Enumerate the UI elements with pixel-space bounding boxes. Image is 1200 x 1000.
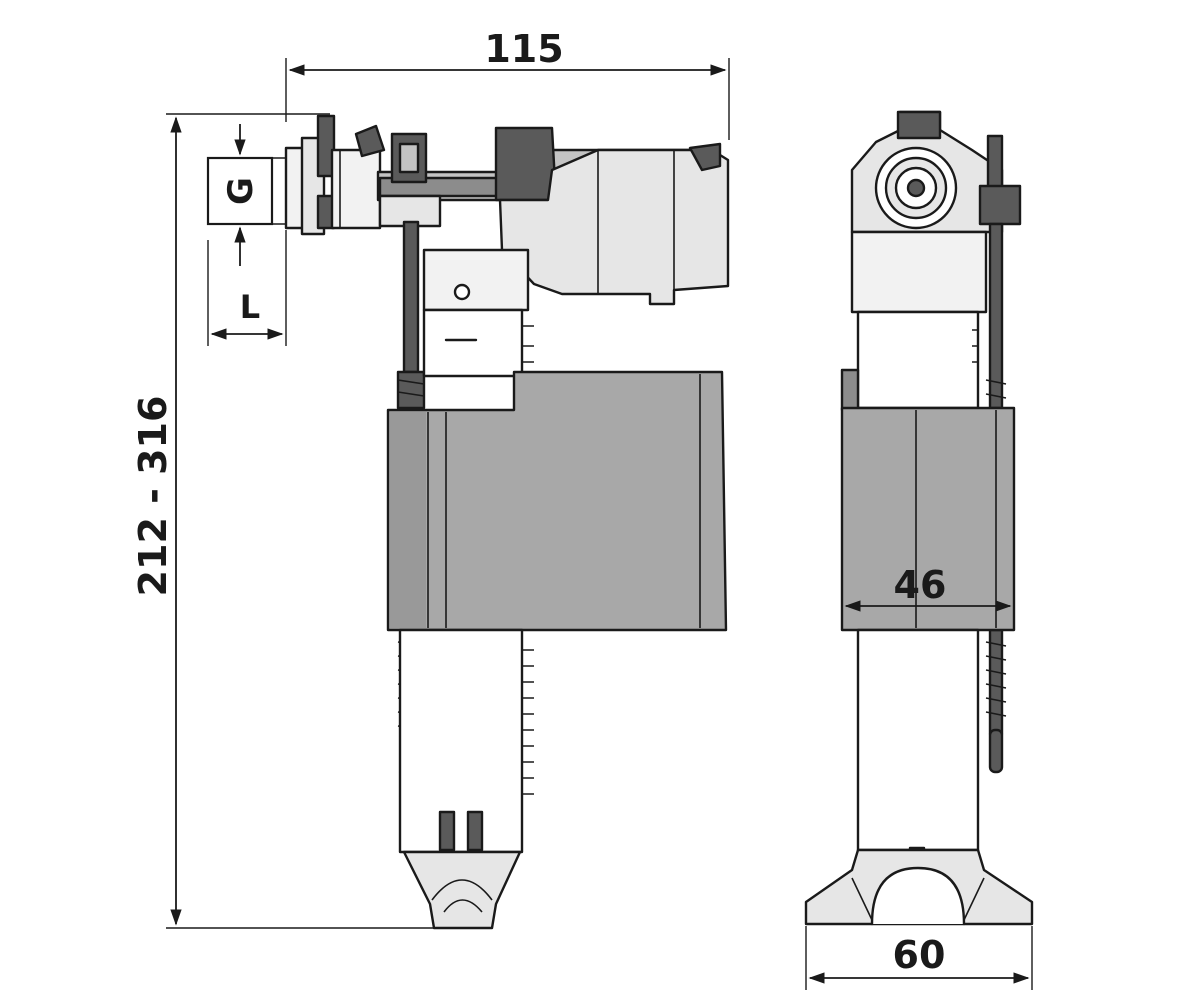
- front-body-lower: [856, 628, 980, 860]
- fill-valve-front-view: [804, 110, 1034, 926]
- dimension-width-top: 115: [285, 27, 730, 140]
- dimension-base-width-label: 60: [893, 933, 946, 977]
- foot-side: [402, 850, 522, 930]
- float-side: [386, 370, 728, 632]
- length-l-label: L: [240, 288, 260, 326]
- front-body-upper: [840, 230, 988, 412]
- valve-body-upper: [422, 248, 534, 378]
- dimension-float-width: 46: [844, 563, 1012, 612]
- front-head: [850, 110, 1022, 234]
- dimension-base-width: 60: [805, 926, 1033, 990]
- foot-front: [804, 848, 1034, 926]
- dimension-length-l: L: [207, 230, 287, 346]
- dimension-float-width-label: 46: [894, 563, 947, 607]
- fill-valve-side-view: [284, 114, 730, 930]
- float-front: [840, 406, 1016, 632]
- dimension-height-range: 212 - 316: [131, 113, 440, 929]
- diaphragm-cap: [498, 142, 730, 306]
- inlet-connector: [284, 114, 386, 236]
- thread-g-label: G: [221, 177, 261, 205]
- dimension-width-top-label: 115: [484, 27, 563, 71]
- valve-body-lower: [398, 628, 534, 854]
- dimension-thread-g: G: [206, 124, 292, 266]
- dimension-height-range-label: 212 - 316: [131, 396, 175, 597]
